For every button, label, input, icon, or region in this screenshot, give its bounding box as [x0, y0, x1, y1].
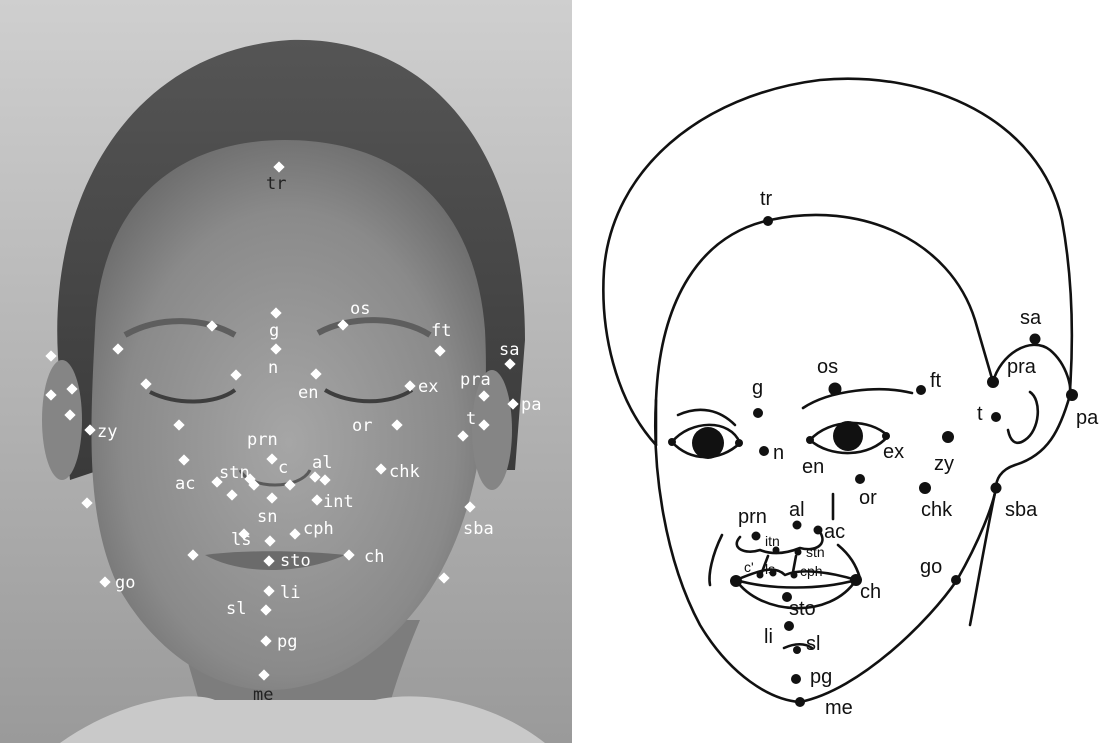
photo-label-pg: pg — [277, 632, 297, 652]
eye-left-iris — [692, 427, 724, 459]
photo-label-cph: cph — [303, 519, 334, 539]
drawing-label-stn: stn — [806, 544, 825, 560]
photo-label-int: int — [323, 492, 354, 512]
drawing-label-g: g — [752, 377, 763, 399]
photo-label-me: me — [253, 685, 273, 705]
photo-label-sto: sto — [280, 551, 311, 571]
drawing-label-sto: sto — [789, 598, 816, 620]
drawing-marker-pa — [1066, 389, 1078, 401]
drawing-marker-sa — [1030, 334, 1041, 345]
photo-label-stn: stn — [219, 463, 250, 483]
drawing-marker-ch-l — [730, 575, 742, 587]
drawing-marker-cph — [791, 572, 798, 579]
drawing-marker-os — [829, 383, 842, 396]
photo-label-pra: pra — [460, 370, 491, 390]
photo-label-os: os — [350, 299, 370, 319]
drawing-marker-sl — [793, 646, 801, 654]
photo-label-go: go — [115, 573, 135, 593]
drawing-marker-pg — [791, 674, 801, 684]
photo-label-ft: ft — [431, 321, 451, 341]
photo-label-tr: tr — [266, 174, 286, 194]
drawing-marker-ex-r — [882, 432, 890, 440]
drawing-marker-pra — [987, 376, 999, 388]
drawing-label-ex: ex — [883, 441, 904, 463]
photo-label-g: g — [269, 321, 279, 341]
drawing-marker-stn — [795, 549, 802, 556]
drawing-marker-prn — [752, 532, 761, 541]
drawing-label-sl: sl — [806, 633, 820, 655]
photo-label-ex: ex — [418, 377, 438, 397]
photo-label-or: or — [352, 416, 372, 436]
drawing-label-zy: zy — [934, 453, 954, 475]
drawing-marker-en-r — [806, 436, 814, 444]
drawing-label-pra: pra — [1007, 356, 1037, 378]
drawing-marker-sba — [991, 483, 1002, 494]
drawing-marker-en-l — [735, 439, 743, 447]
drawing-label-or: or — [859, 487, 877, 509]
drawing-marker-ex-l — [668, 438, 676, 446]
drawing-marker-chk — [919, 482, 931, 494]
drawing-marker-zy — [942, 431, 954, 443]
photo-label-al: al — [312, 453, 332, 473]
drawing-label-pg: pg — [810, 666, 832, 688]
photo-label-c: c — [278, 458, 288, 478]
drawing-label-t: t — [977, 403, 983, 425]
drawing-label-ac: ac — [824, 521, 845, 543]
photo-label-n: n — [268, 358, 278, 378]
photo-label-prn: prn — [247, 430, 278, 450]
drawing-label-n: n — [773, 442, 784, 464]
drawing-label-c-prime: c' — [744, 559, 754, 575]
drawing-label-pa: pa — [1076, 407, 1099, 429]
photo-label-ch: ch — [364, 547, 384, 567]
drawing-label-cph: cph — [800, 563, 823, 579]
drawing-marker-t — [991, 412, 1001, 422]
drawing-marker-ft — [916, 385, 926, 395]
drawing-marker-n — [759, 446, 769, 456]
eye-right-iris — [833, 421, 863, 451]
drawing-label-sba: sba — [1005, 499, 1038, 521]
photo-label-t: t — [466, 409, 476, 429]
drawing-label-go: go — [920, 556, 942, 578]
photo-label-en: en — [298, 383, 318, 403]
drawing-label-ft: ft — [930, 370, 942, 392]
drawing-label-itn: itn — [765, 533, 780, 549]
drawing-marker-g — [753, 408, 763, 418]
photo-ear-left — [42, 360, 82, 480]
drawing-label-al: al — [789, 499, 805, 521]
photo-label-chk: chk — [389, 462, 420, 482]
photo-label-sba: sba — [463, 519, 494, 539]
drawing-label-sa: sa — [1020, 307, 1042, 329]
drawing-label-ls: ls — [765, 561, 775, 577]
drawing-label-chk: chk — [921, 499, 953, 521]
drawing-label-en: en — [802, 456, 824, 478]
photo-label-li: li — [280, 583, 300, 603]
photo-label-sl: sl — [226, 599, 246, 619]
photo-label-sa: sa — [499, 340, 519, 360]
drawing-label-tr: tr — [760, 188, 773, 210]
drawing-label-ch: ch — [860, 581, 881, 603]
photo-label-pa: pa — [521, 395, 541, 415]
drawing-marker-al — [793, 521, 802, 530]
drawing-marker-or — [855, 474, 865, 484]
photo-label-ac: ac — [175, 474, 195, 494]
photo-label-zy: zy — [97, 422, 117, 442]
drawing-label-os: os — [817, 356, 838, 378]
drawing-label-prn: prn — [738, 506, 767, 528]
photo-label-sn: sn — [257, 507, 277, 527]
drawing-label-me: me — [825, 697, 853, 719]
drawing-marker-ac — [814, 526, 823, 535]
drawing-marker-tr — [763, 216, 773, 226]
drawing-label-li: li — [764, 626, 773, 648]
drawing-marker-go — [951, 575, 961, 585]
photo-label-ls: ls — [231, 530, 251, 550]
drawing-marker-li — [784, 621, 794, 631]
drawing-marker-me — [795, 697, 805, 707]
drawing-marker-c-prime — [757, 572, 764, 579]
